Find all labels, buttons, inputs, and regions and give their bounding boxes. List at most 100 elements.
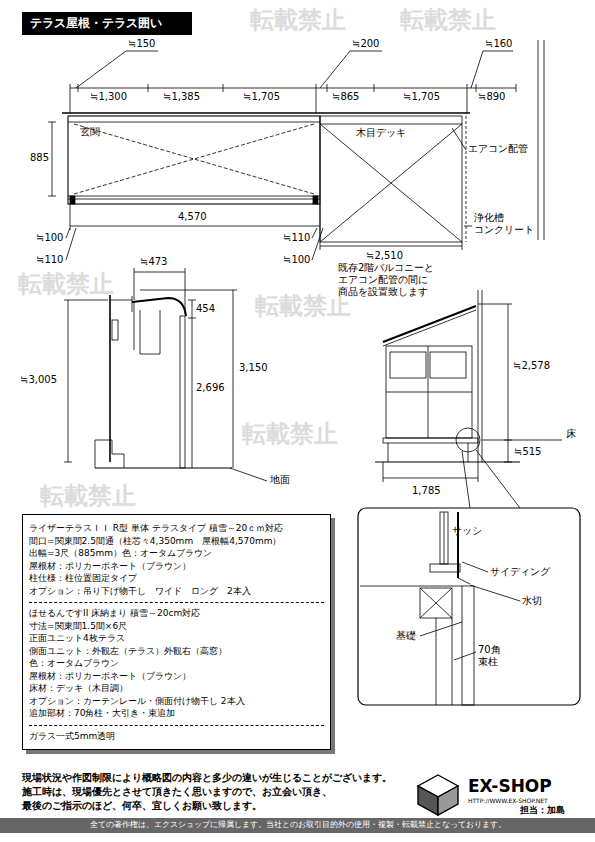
watermark: 転載禁止 (400, 6, 496, 35)
plan-dimension-part (374, 84, 375, 92)
left-elevation-part (180, 316, 185, 468)
spec-box-text: 出幅=3尺（885mm）色：オータムブラウン (29, 547, 324, 560)
spec-box-text: 間口=関東間2.5間通（柱芯々4,350mm 屋根幅4,570mm） (29, 535, 324, 548)
drawing-label: ≒3,005 (20, 374, 57, 386)
left-elevation-part (188, 300, 196, 301)
watermark: 転載禁止 (40, 482, 136, 511)
right-elevation-part (508, 304, 509, 462)
plan-view-part (70, 204, 71, 230)
spec-box-text: 屋根材：ポリカーボネート（ブラウン） (29, 670, 324, 683)
left-elevation-part (68, 300, 69, 462)
right-elevation-part (462, 451, 470, 508)
right-elevation-part (383, 438, 478, 443)
right-elevation (375, 290, 562, 508)
detail-view-part (462, 586, 474, 705)
right-elevation-part (476, 450, 520, 508)
drawing-label: ≒110 (36, 254, 63, 266)
detail-view-part (470, 585, 520, 601)
plan-dimension-part (70, 88, 516, 89)
plan-view-part (538, 40, 539, 240)
right-elevation-part (390, 352, 426, 378)
title-bar: テラス屋根・テラス囲い (22, 12, 192, 35)
left-elevation-part (140, 290, 237, 291)
right-elevation-part (375, 461, 520, 462)
plan-dimension-part (78, 84, 79, 92)
drawing-label: 1,785 (412, 485, 441, 497)
plan-view-part (74, 124, 314, 194)
spec-box-text: 色：オータムブラウン (29, 657, 324, 670)
left-elevation-part (109, 295, 111, 462)
detail-view-part (454, 652, 476, 660)
left-elevation-part (110, 300, 132, 301)
left-elevation-part (188, 318, 196, 319)
footer-note: 最後のご指示のほど、何卒、宜しくお願い致します。 (22, 800, 262, 812)
spec-box-text: オプション：吊り下げ物干し ワイド ロング 2本入 (29, 585, 324, 598)
plan-view-part (452, 128, 466, 150)
plan-dimension-part (70, 84, 71, 113)
drawing-label: 885 (30, 152, 49, 164)
plan-dimension-part (316, 84, 317, 113)
left-elevation-part (192, 300, 193, 468)
drawing-label: ≒1,705 (403, 91, 440, 103)
detail-view-part (420, 588, 452, 618)
drawing-label: ≒100 (36, 232, 63, 244)
left-elevation-part (233, 290, 234, 468)
left-elevation-part (185, 268, 186, 314)
right-elevation-part (478, 304, 512, 305)
left-elevation-part (140, 354, 160, 355)
logo-text: EX-SHOP (468, 776, 552, 796)
logo-text: 担当：加島 (520, 805, 565, 816)
detail-view-part (452, 618, 453, 705)
drawing-label: ≒515 (514, 446, 541, 458)
copyright-bar-text: 全ての著作権は、エクスショップに帰属します。当社とのお取引目的外の使用・複製・転… (4, 820, 591, 830)
detail-view-part (444, 512, 445, 564)
plan-view-part (462, 242, 463, 250)
plan-view-part (66, 228, 76, 260)
spec-box-text: 側面ユニット：外観左（テラス）外観右（高窓） (29, 645, 324, 658)
drawing-label: エアコン配管 (468, 143, 528, 155)
drawing-label: 地面 (270, 474, 290, 486)
detail-view-part (420, 588, 452, 618)
drawing-label: 3,150 (239, 362, 268, 374)
spec-box-text: 柱仕様：柱位置固定タイプ (29, 572, 324, 585)
plan-dimension-part (516, 84, 517, 92)
left-elevation-part (112, 320, 118, 340)
plan-dimension-part (476, 84, 477, 92)
drawing-label: 4,570 (178, 211, 207, 223)
spec-box-text: ガラス一式5mm透明 (29, 725, 324, 743)
drawing-label: ≒110 (283, 232, 310, 244)
plan-view-part (312, 228, 323, 260)
drawing-label: ≒473 (140, 256, 167, 268)
drawing-label: サッシ (452, 525, 482, 537)
left-elevation (64, 268, 267, 481)
drawing-label: ≒200 (352, 38, 379, 50)
detail-view-part (420, 588, 452, 618)
left-elevation-part (160, 310, 161, 354)
drawing-label: ≒2,510 (366, 250, 403, 262)
detail-view (358, 508, 580, 705)
plan-view-part (48, 122, 56, 123)
plan-dimension-part (327, 84, 328, 92)
watermark: 転載禁止 (255, 292, 351, 321)
drawing-label: 既存2階バルコニーとエアコン配管の間に商品を設置致します (338, 262, 437, 298)
left-elevation-part (64, 462, 72, 463)
logo-cube (418, 775, 458, 815)
spec-box-text: 床材：デッキ（木目調） (29, 682, 324, 695)
right-elevation-part (386, 392, 472, 393)
spec-box: ライザーテラスＩＩ R型 単体 テラスタイプ 積雪～20ｃｍ対応間口=関東間2.… (22, 514, 331, 750)
plan-view-part (544, 40, 545, 240)
plan-view (48, 40, 544, 260)
spec-box-text: オプション：カーテンレール・側面付け物干し 2本入 (29, 695, 324, 708)
drawing-label: 玄関 (80, 126, 100, 138)
title-bar-text: テラス屋根・テラス囲い (30, 15, 184, 32)
plan-dimension (70, 51, 516, 113)
plan-view-part (313, 196, 318, 204)
plan-dimension-part (471, 51, 513, 88)
left-elevation-part (140, 310, 141, 354)
plan-view-part (70, 196, 75, 204)
watermark: 転載禁止 (242, 420, 338, 449)
plan-view-part (320, 124, 462, 125)
drawing-label: 床 (566, 428, 576, 440)
right-elevation-part (388, 443, 389, 462)
right-elevation-part (482, 440, 562, 441)
